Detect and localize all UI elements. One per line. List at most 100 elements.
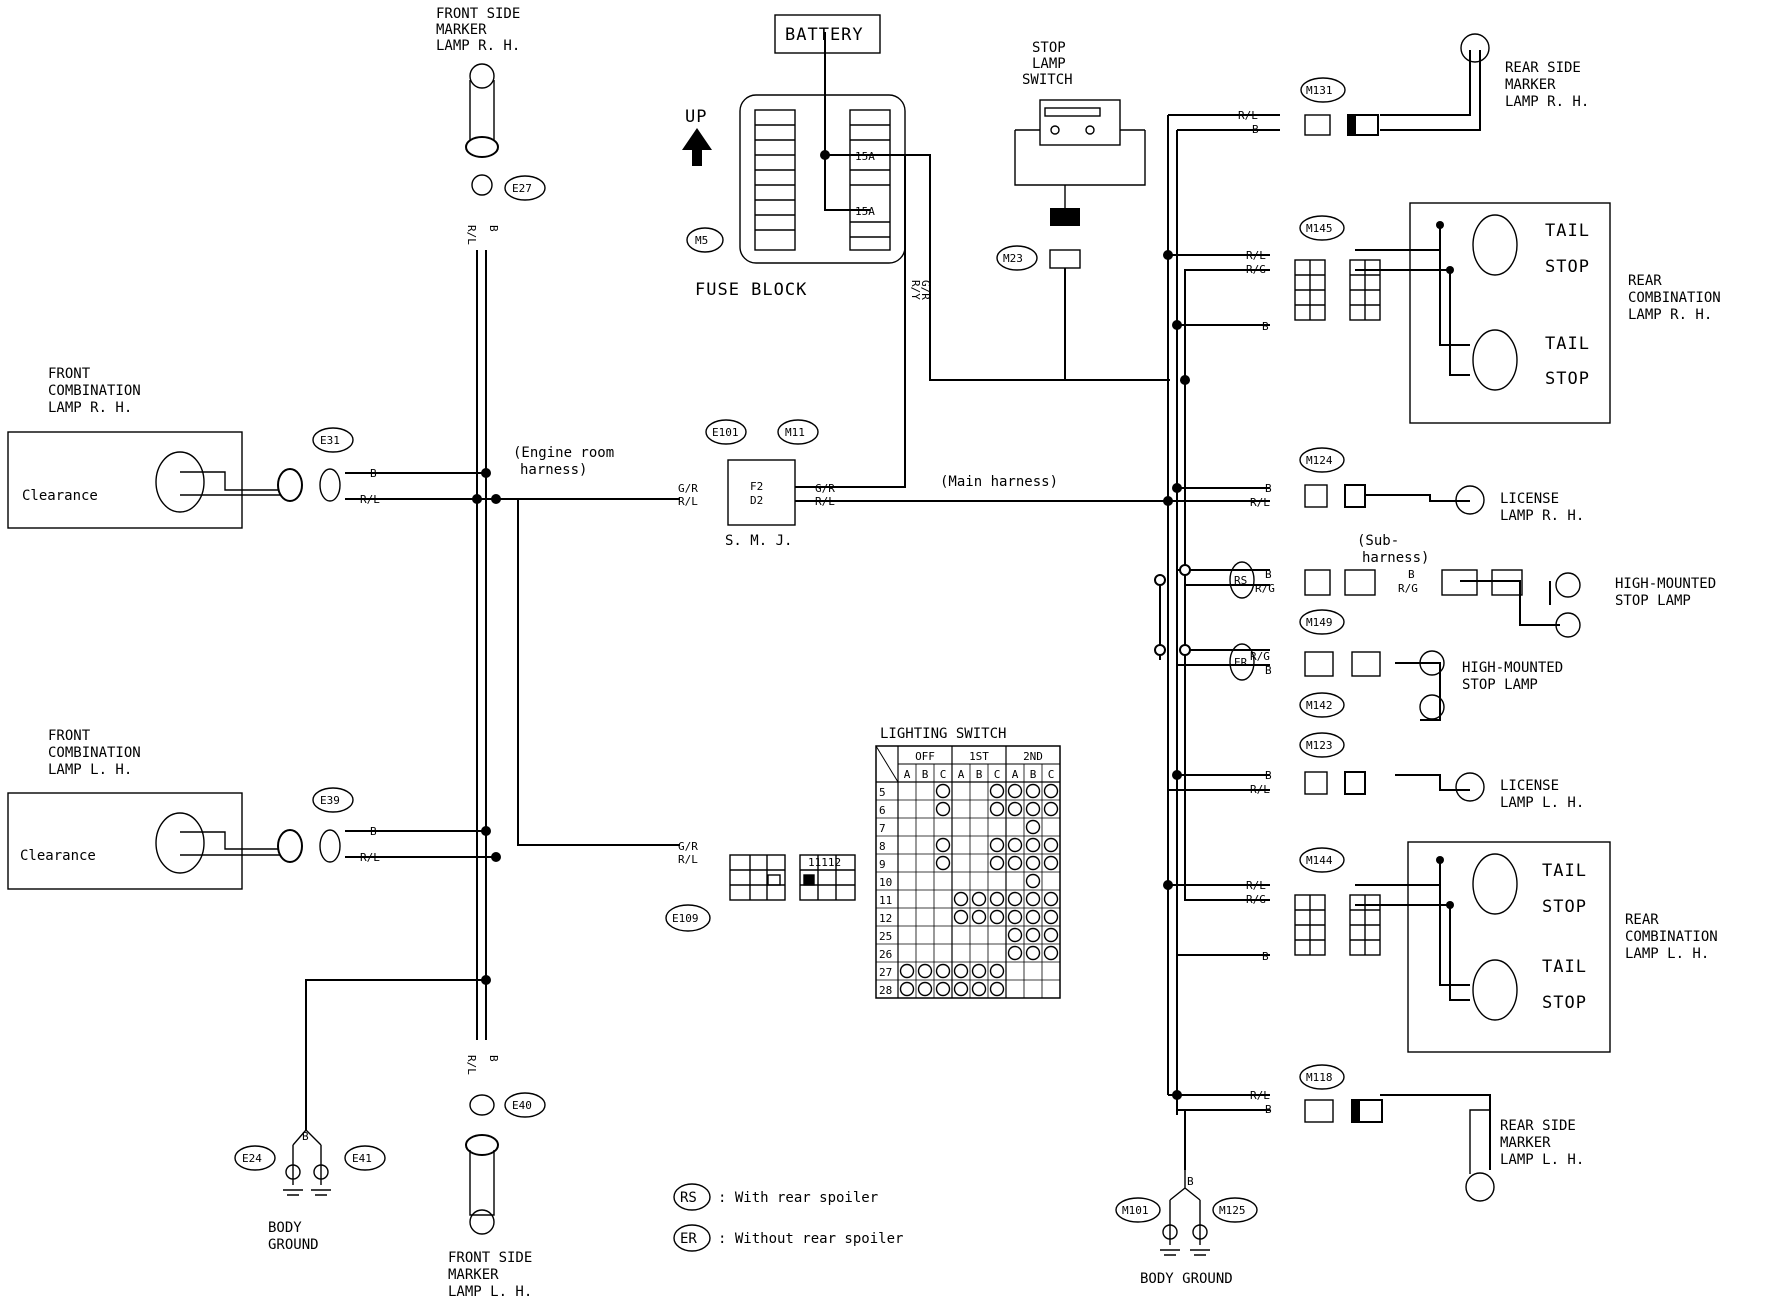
wire-rl-m123: R/L <box>1250 783 1270 796</box>
body-ground-left <box>283 1129 331 1196</box>
er-socket <box>1351 651 1381 677</box>
wire-rl-m144: R/L <box>1246 879 1266 892</box>
rear-comb-lh-stop-1: STOP <box>1542 897 1587 917</box>
wire-rl-m145: R/L <box>1246 249 1266 262</box>
rear-comb-lh-label-2: COMBINATION <box>1625 929 1718 945</box>
ls-connection-circle <box>1043 927 1059 943</box>
rear-comb-lh-label-1: REAR <box>1625 912 1659 928</box>
ls-col-label: A <box>958 768 965 781</box>
ls-row-term: 25 <box>879 930 892 943</box>
connector-m149-label: M149 <box>1306 616 1333 629</box>
e31-plug <box>277 468 303 502</box>
body-ground-left-2: GROUND <box>268 1237 319 1253</box>
ls-connection-circle <box>971 963 987 979</box>
ls-connection-circle <box>1007 945 1023 961</box>
rear-marker-rh-label-3: LAMP R. H. <box>1505 94 1589 110</box>
ls-connection-circle <box>1043 909 1059 925</box>
rear-marker-lh-label-2: MARKER <box>1500 1135 1551 1151</box>
ls-connection-circle <box>935 963 951 979</box>
connector-e109 <box>665 904 711 932</box>
ls-connection-circle <box>1007 783 1023 799</box>
wire-rl-e39: R/L <box>360 851 380 864</box>
wire-gr-smj-l: G/R <box>678 482 698 495</box>
ls-connection-circle <box>989 801 1005 817</box>
ls-connection-circle <box>1043 855 1059 871</box>
legend-er-symbol <box>673 1224 711 1252</box>
battery-box <box>774 14 881 54</box>
ls-col-label: C <box>994 768 1001 781</box>
wire-rg-rs: R/G <box>1255 582 1275 595</box>
rear-marker-lh-label-1: REAR SIDE <box>1500 1118 1576 1134</box>
ls-connection-circle <box>899 963 915 979</box>
ls-row-term: 28 <box>879 984 892 997</box>
ls-row-term: 8 <box>879 840 886 853</box>
connector-m124-label: M124 <box>1306 454 1333 467</box>
fuse-dividers <box>755 124 890 238</box>
ls-connection-circle <box>1025 891 1041 907</box>
ls-connection-circle <box>1043 801 1059 817</box>
front-marker-lh-lamp <box>469 1209 495 1235</box>
ls-col-label: B <box>976 768 983 781</box>
ls-connection-circle <box>1025 945 1041 961</box>
wire-gr-smj-r: G/R <box>815 482 835 495</box>
ls-connection-circle <box>1025 909 1041 925</box>
ls-group-label: 2ND <box>1023 750 1043 763</box>
wire-rl-e109: R/L <box>678 853 698 866</box>
ls-connection-circle <box>935 837 951 853</box>
ls-connection-circle <box>1025 873 1041 889</box>
connector-m23 <box>996 245 1038 271</box>
m118-plug <box>1304 1099 1334 1123</box>
wire-b-m131: B <box>1252 123 1259 136</box>
front-comb-lh-bulb <box>155 812 205 874</box>
ls-connection-circle <box>1043 783 1059 799</box>
wire-b-e40: B <box>487 1055 500 1062</box>
connector-e39-label: E39 <box>320 794 340 807</box>
ls-connection-circle <box>917 981 933 997</box>
connector-m123 <box>1299 732 1345 758</box>
high-mounted-1-label-2: STOP LAMP <box>1615 593 1691 609</box>
stop-lamp-switch <box>1039 99 1121 146</box>
e31-socket <box>319 468 341 502</box>
ls-group-label: OFF <box>915 750 935 763</box>
e109-pin-numbers: 11112 <box>808 856 841 869</box>
ls-col-label: B <box>1030 768 1037 781</box>
ls-connection-circle <box>989 855 1005 871</box>
smj-label: S. M. J. <box>725 533 792 549</box>
high-mounted-1-label-1: HIGH-MOUNTED <box>1615 576 1716 592</box>
ls-connection-circle <box>989 963 1005 979</box>
rs-socket-1 <box>1344 569 1376 596</box>
up-arrow-icon <box>682 128 712 166</box>
ls-corner-slash <box>875 745 899 783</box>
ls-connection-circle <box>989 837 1005 853</box>
ls-col-label: B <box>922 768 929 781</box>
wire-harness <box>305 32 1560 1170</box>
wire-b-m124: B <box>1265 482 1272 495</box>
rear-comb-rh-stop-1: STOP <box>1545 257 1590 277</box>
wire-b-m145: B <box>1262 320 1269 333</box>
wire-b-sub: B <box>1408 568 1415 581</box>
front-comb-lh-box <box>7 792 243 890</box>
stop-switch-plug <box>1050 208 1080 226</box>
ls-connection-circle <box>935 981 951 997</box>
wire-rl-smj-r: R/L <box>815 495 835 508</box>
front-marker-lh-label-1: FRONT SIDE <box>448 1250 532 1266</box>
wire-rg-m145: R/G <box>1246 263 1266 276</box>
smj-block <box>727 459 796 526</box>
rear-comb-rh-tail-2: TAIL <box>1545 334 1590 354</box>
ls-connection-circle <box>917 963 933 979</box>
fuse-block <box>739 94 906 264</box>
legend-rs-text: : With rear spoiler <box>718 1190 878 1206</box>
front-comb-lh-label-1: FRONT <box>48 728 91 744</box>
ls-connection-circle <box>1043 891 1059 907</box>
wire-rl-smj-l: R/L <box>678 495 698 508</box>
wire-b-e39: B <box>370 825 377 838</box>
rear-comb-rh-label-3: LAMP R. H. <box>1628 307 1712 323</box>
connector-m101-label: M101 <box>1122 1204 1149 1217</box>
up-label: UP <box>685 107 707 127</box>
connector-m23-label: M23 <box>1003 252 1023 265</box>
rear-marker-lh-label-3: LAMP L. H. <box>1500 1152 1584 1168</box>
ls-connection-circle <box>1025 783 1041 799</box>
ls-connection-circle <box>1025 927 1041 943</box>
